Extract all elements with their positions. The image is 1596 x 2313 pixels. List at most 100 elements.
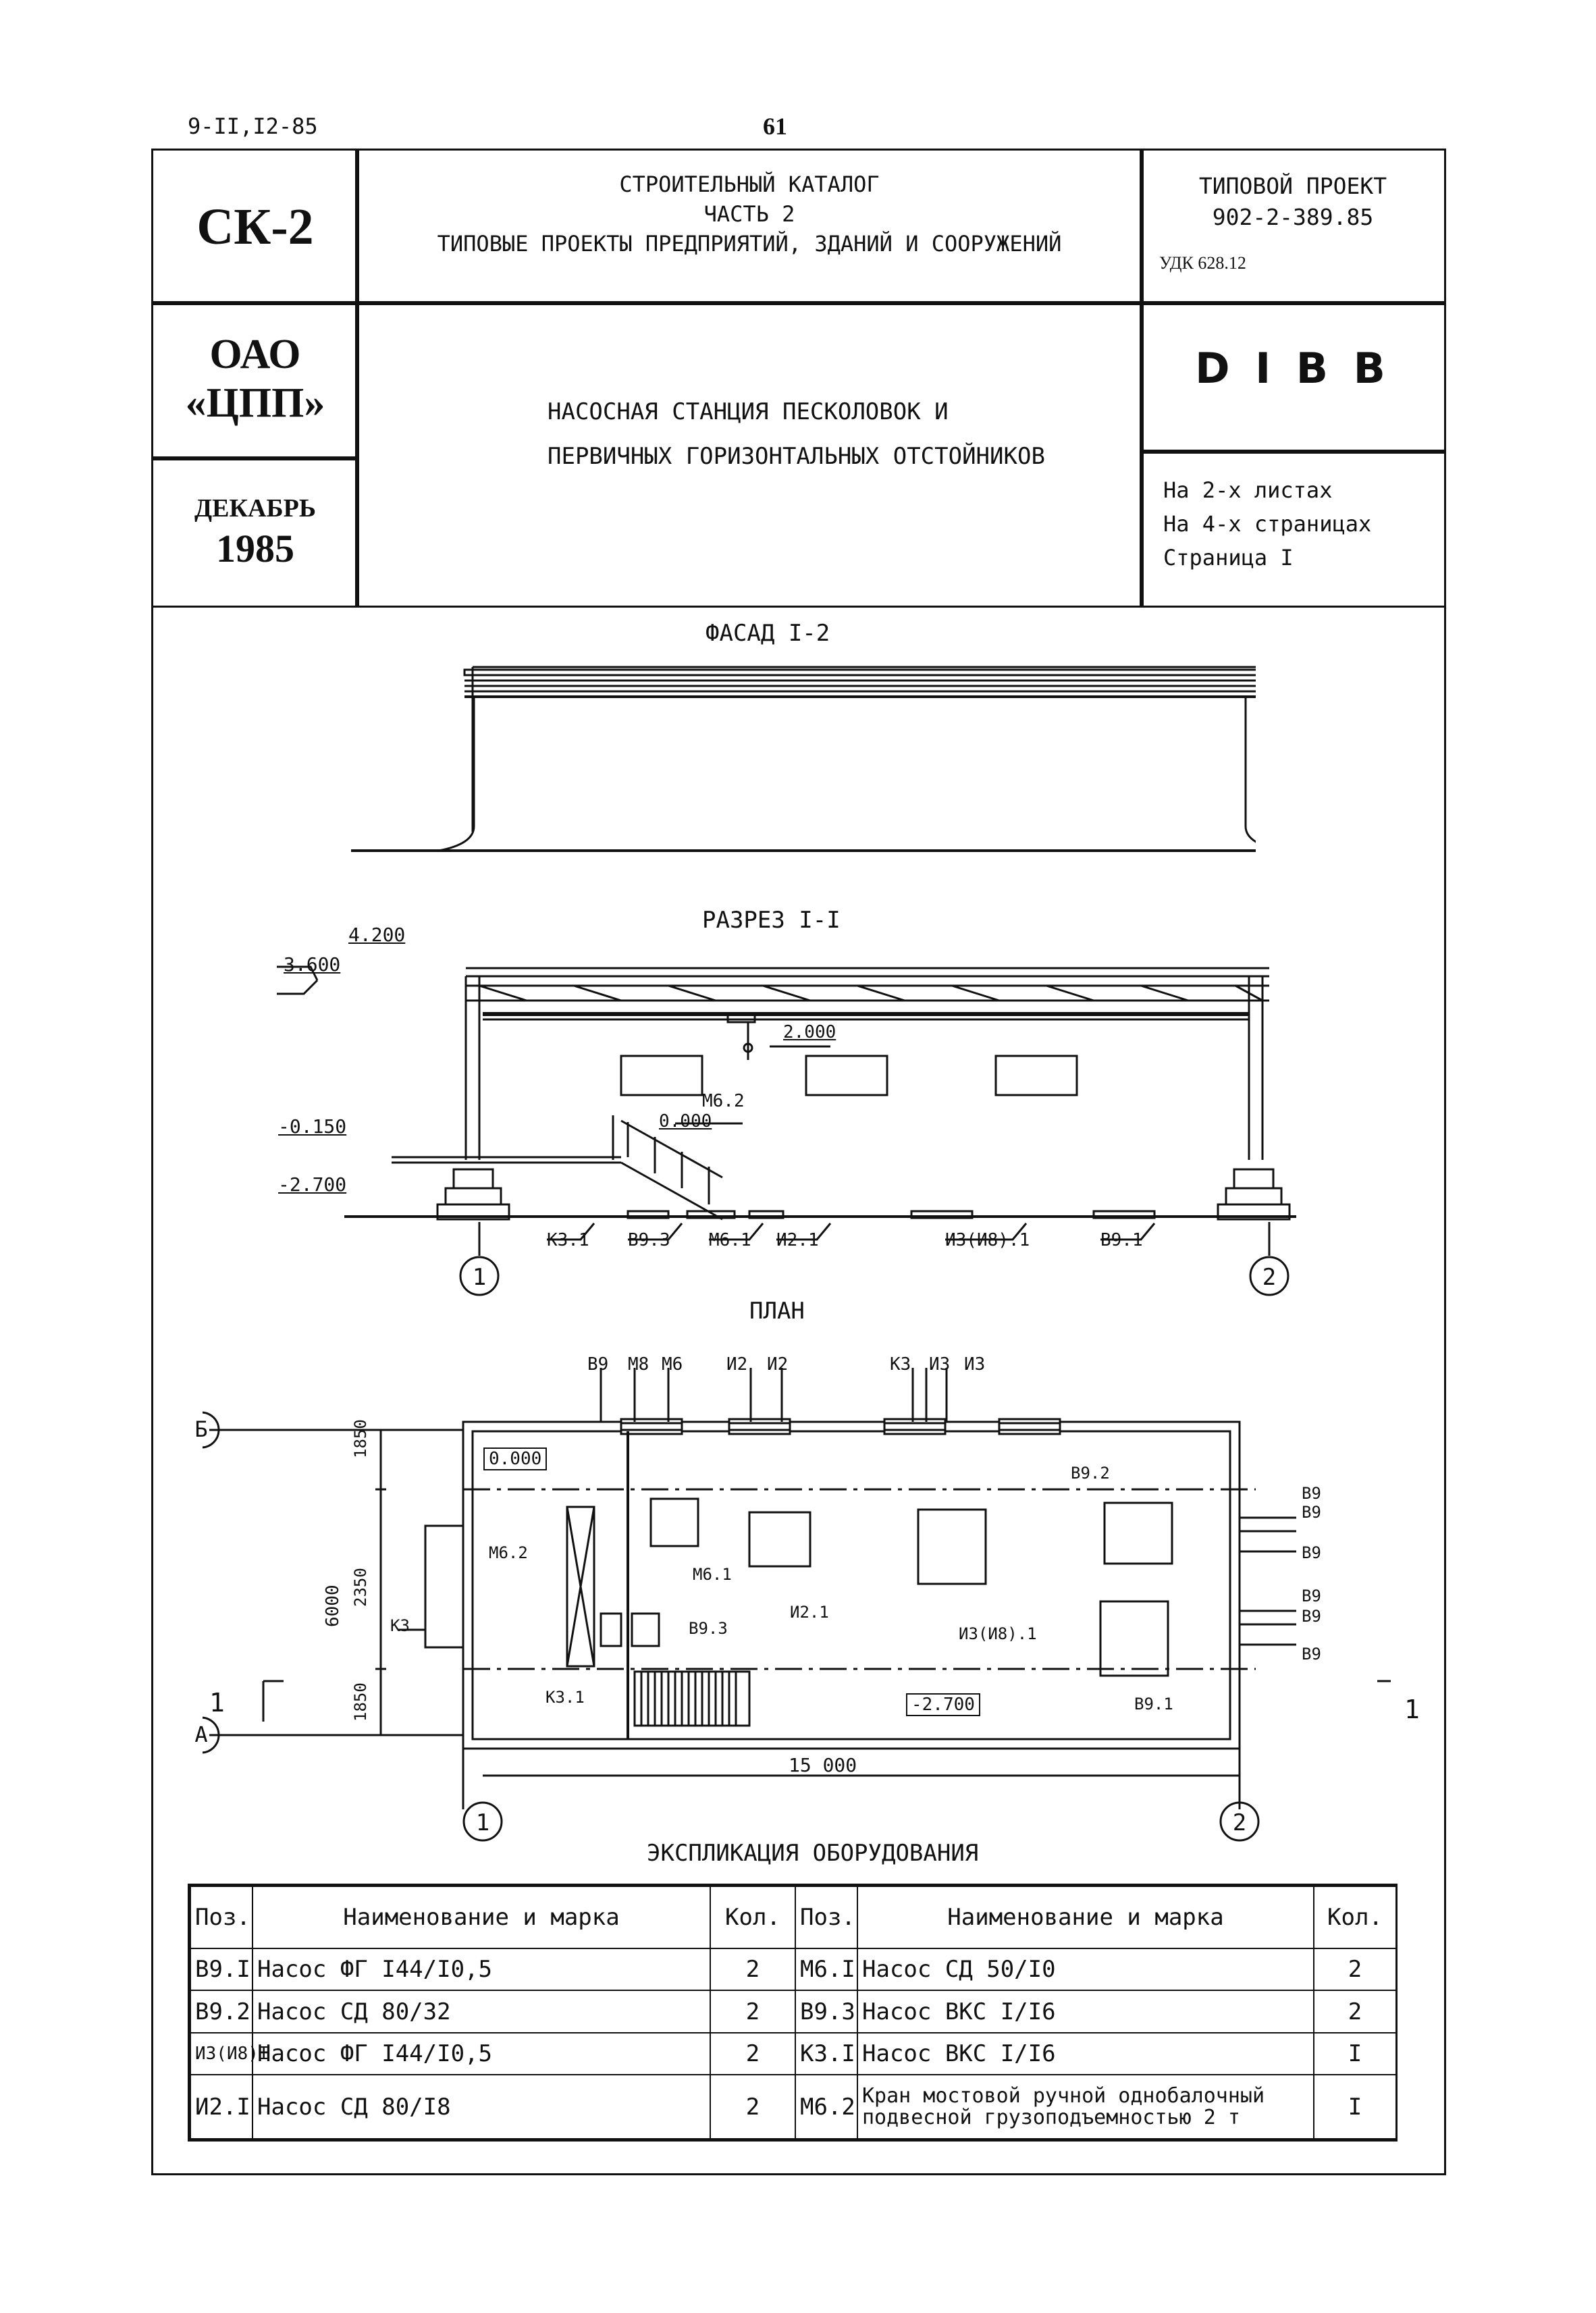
dim-2350: 2350 [351,1568,370,1607]
row-qty: 2 [1313,1947,1397,1992]
project-line1: ТИПОВОЙ ПРОЕКТ [1198,173,1387,199]
right-pipe-b9-3: В9 [1302,1543,1321,1562]
plan-axis-2: 2 [1232,1809,1247,1836]
plan-label-i3: И3(И8).1 [959,1624,1037,1643]
row-qty: 2 [710,1947,796,1992]
plan-label-k3: К3 [390,1616,410,1635]
row-qty: 2 [1313,1990,1397,2033]
row-name: Насос ФГ I44/I0,5 [252,2031,711,2076]
section-label-b91: В9.1 [1100,1230,1143,1250]
sheets-line1: На 2-х листах [1163,477,1333,503]
year-label: 1985 [216,527,294,570]
right-pipe-b9-1: В9 [1302,1484,1321,1503]
row-name: Насос СД 50/I0 [857,1947,1314,1992]
level-minus-0150: -0.150 [278,1115,347,1138]
section-title: РАЗРЕЗ I-I [702,907,841,934]
facade-drawing [351,666,1256,852]
row-qty: 2 [710,1990,796,2033]
table-row: И3(И8)I Насос ФГ I44/I0,5 2 К3.I Насос В… [190,2031,1397,2076]
row-pos: В9.2 [190,1990,253,2033]
series-label: СК-2 [196,198,314,255]
date-cell: ДЕКАБРЬ 1985 [151,456,359,608]
plan-drawing [203,1368,1391,1842]
plan-label-m62: М6.2 [489,1543,528,1562]
row-name: Насос ВКС I/I6 [857,1990,1314,2033]
axis-a: А [194,1722,208,1747]
sheets-line2: На 4-х страницах [1163,511,1372,537]
explication-table: Поз. Наименование и марка Кол. Поз. Наим… [188,1884,1398,2142]
header-name-left: Наименование и марка [252,1886,711,1949]
row-qty: 2 [710,2031,796,2076]
series-cell: СК-2 [151,149,359,305]
dim-1850-bottom: 1850 [351,1682,370,1722]
header-pos-left: Поз. [190,1886,253,1949]
header-pos-right: Поз. [795,1886,858,1949]
dim-1850-top: 1850 [351,1419,370,1458]
row-pos: В9.3 [795,1990,858,2033]
object-line2: ПЕРВИЧНЫХ ГОРИЗОНТАЛЬНЫХ ОТСТОЙНИКОВ [548,443,1045,470]
pipe-label-i2a: И2 [726,1354,748,1375]
table-row: В9.I Насос ФГ I44/I0,5 2 М6.I Насос СД 5… [190,1947,1397,1992]
pipe-label-i3b: И3 [964,1354,986,1375]
section-axis-1: 1 [472,1264,487,1291]
udk-label: УДК 628.12 [1159,253,1246,273]
row-name: Кран мостовой ручной однобалочный подвес… [857,2074,1314,2139]
section-axis-2: 2 [1262,1264,1277,1291]
section-label-i21: И2.1 [776,1230,819,1250]
section-label-k31: К3.1 [547,1230,589,1250]
level-2000: 2.000 [783,1022,836,1042]
explication-title: ЭКСПЛИКАЦИЯ ОБОРУДОВАНИЯ [647,1840,979,1867]
row-pos: М6.2 [795,2074,858,2139]
table-row: В9.2 Насос СД 80/32 2 В9.3 Насос ВКС I/I… [190,1990,1397,2033]
facade-title: ФАСАД I-2 [706,620,830,647]
axis-b: Б [194,1416,208,1442]
catalog-line2: ЧАСТЬ 2 [703,201,795,227]
level-4200: 4.200 [348,924,406,946]
dim-15000: 15 000 [789,1754,857,1776]
catalog-line3: ТИПОВЫЕ ПРОЕКТЫ ПРЕДПРИЯТИЙ, ЗДАНИЙ И СО… [437,231,1062,257]
org-cell: ОАО «ЦПП» [151,301,359,460]
cut-label-left: 1 [209,1688,225,1718]
org-line2: «ЦПП» [185,380,325,426]
row-pos: И2.I [190,2074,253,2139]
row-pos: И3(И8)I [190,2031,269,2076]
section-drawing [277,965,1296,1296]
plan-level-0000: 0.000 [483,1447,548,1470]
header-name-right: Наименование и марка [857,1886,1314,1949]
object-line1: НАСОСНАЯ СТАНЦИЯ ПЕСКОЛОВОК И [548,398,949,425]
table-row: И2.I Насос СД 80/I8 2 М6.2 Кран мостовой… [190,2074,1397,2139]
plan-label-m61: М6.1 [693,1565,732,1584]
plan-title: ПЛАН [749,1298,805,1325]
right-pipe-b9-2: В9 [1302,1503,1321,1522]
object-cell: НАСОСНАЯ СТАНЦИЯ ПЕСКОЛОВОК И ПЕРВИЧНЫХ … [355,301,1144,608]
project-cell: ТИПОВОЙ ПРОЕКТ 902-2-389.85 УДК 628.12 [1140,149,1446,305]
pipe-label-i2b: И2 [767,1354,789,1375]
plan-axis-1: 1 [475,1809,490,1836]
plan-label-i21: И2.1 [790,1603,829,1622]
month-label: ДЕКАБРЬ [194,494,316,523]
row-name: Насос ФГ I44/I0,5 [252,1947,711,1992]
row-name: Насос СД 80/32 [252,1990,711,2033]
row-pos: В9.I [190,1947,253,1992]
section-label-i3: И3(И8).1 [945,1230,1030,1250]
document-code: 9-II,I2-85 [188,113,318,139]
project-number: 902-2-389.85 [1212,204,1374,230]
explication-header-row: Поз. Наименование и марка Кол. Поз. Наим… [190,1886,1397,1949]
sheets-line3: Страница I [1163,545,1294,570]
sheet-code-cell: D I B B [1140,301,1446,454]
dim-6000: 6000 [323,1585,343,1627]
header-qty-left: Кол. [710,1886,796,1949]
plan-label-b91: В9.1 [1134,1695,1173,1713]
row-pos: М6.I [795,1947,858,1992]
sheet-code: D I B B [1195,344,1391,393]
right-pipe-b9-5: В9 [1302,1607,1321,1626]
right-pipe-b9-6: В9 [1302,1645,1321,1664]
plan-label-b93: В9.3 [689,1619,728,1638]
catalog-cell: СТРОИТЕЛЬНЫЙ КАТАЛОГ ЧАСТЬ 2 ТИПОВЫЕ ПРО… [355,149,1144,305]
plan-label-b92: В9.2 [1071,1464,1110,1483]
row-qty: I [1313,2074,1397,2139]
level-0000: 0.000 [659,1111,712,1132]
row-qty: 2 [710,2074,796,2139]
pipe-label-b9: В9 [587,1354,609,1375]
pipe-label-m8: М8 [628,1354,649,1375]
